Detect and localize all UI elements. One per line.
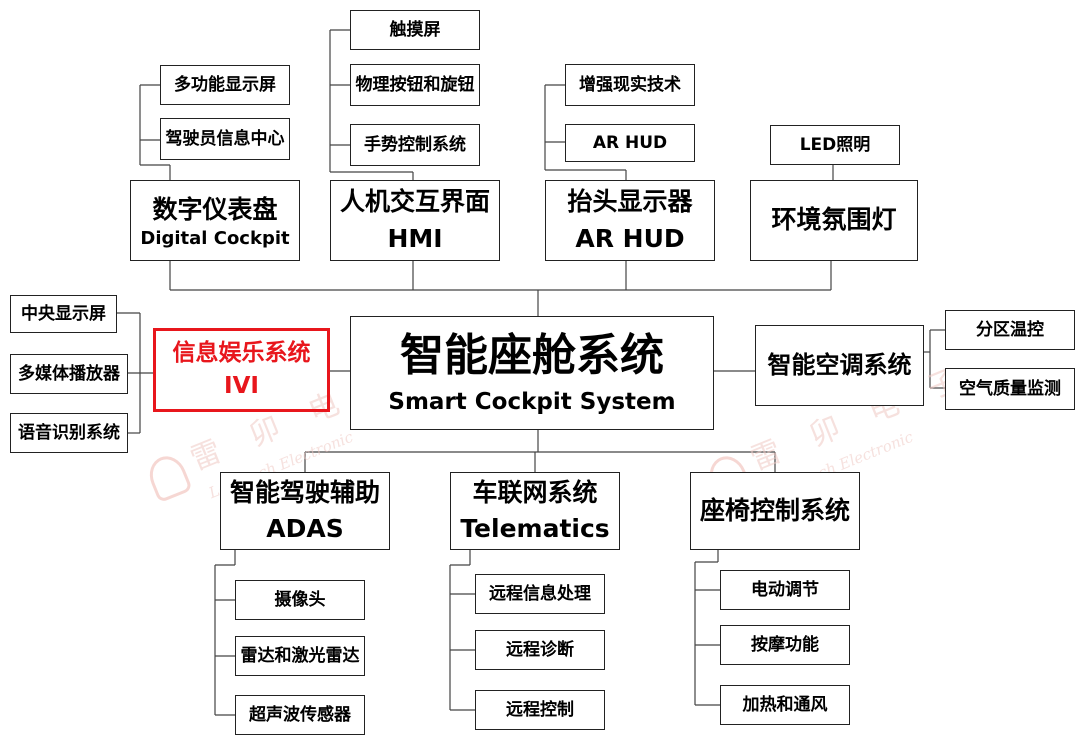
leaf-label: 多功能显示屏 (174, 74, 276, 95)
leaf-media-player: 多媒体播放器 (10, 354, 128, 394)
category-title: 座椅控制系统 (699, 495, 850, 525)
leaf-label: AR HUD (592, 132, 668, 153)
leaf-ultrasonic: 超声波传感器 (235, 695, 365, 735)
category-subtitle: AR HUD (575, 223, 685, 253)
leaf-radar-lidar: 雷达和激光雷达 (235, 636, 365, 676)
leaf-label: 超声波传感器 (249, 704, 351, 725)
center-title: 智能座舱系统 (400, 329, 664, 381)
leaf-central-display: 中央显示屏 (10, 295, 117, 333)
leaf-power-adjust: 电动调节 (720, 570, 850, 610)
leaf-remote-info: 远程信息处理 (475, 574, 605, 614)
leaf-label: 增强现实技术 (579, 74, 681, 95)
leaf-ar-hud: AR HUD (565, 124, 695, 162)
leaf-air-quality: 空气质量监测 (945, 368, 1075, 410)
leaf-label: 远程控制 (506, 699, 574, 720)
category-ambient-light: 环境氛围灯 (750, 180, 918, 261)
leaf-label: 空气质量监测 (959, 378, 1061, 399)
category-title: 智能驾驶辅助 (229, 477, 380, 507)
leaf-camera: 摄像头 (235, 580, 365, 620)
leaf-driver-info-center: 驾驶员信息中心 (160, 118, 290, 160)
category-title: 车联网系统 (472, 477, 598, 507)
category-telematics: 车联网系统 Telematics (450, 472, 620, 550)
leaf-led-lighting: LED照明 (770, 125, 900, 165)
center-node: 智能座舱系统 Smart Cockpit System (350, 316, 714, 430)
category-title: 智能空调系统 (767, 351, 912, 380)
leaf-multifunction-display: 多功能显示屏 (160, 65, 290, 105)
category-digital-cockpit: 数字仪表盘 Digital Cockpit (130, 180, 300, 261)
leaf-label: 语音识别系统 (18, 422, 120, 443)
leaf-label: LED照明 (799, 134, 871, 155)
leaf-voice-recognition: 语音识别系统 (10, 413, 128, 453)
leaf-label: 驾驶员信息中心 (165, 128, 285, 149)
leaf-remote-control: 远程控制 (475, 690, 605, 730)
leaf-augmented-reality: 增强现实技术 (565, 64, 695, 106)
leaf-label: 中央显示屏 (21, 303, 106, 324)
leaf-label: 雷达和激光雷达 (240, 645, 360, 666)
category-subtitle: HMI (387, 223, 443, 253)
category-adas: 智能驾驶辅助 ADAS (220, 472, 390, 550)
leaf-massage: 按摩功能 (720, 625, 850, 665)
leaf-label: 手势控制系统 (364, 134, 466, 155)
leaf-label: 按摩功能 (751, 634, 819, 655)
leaf-label: 加热和通风 (742, 694, 828, 715)
category-subtitle: ADAS (266, 514, 344, 543)
leaf-label: 远程诊断 (506, 639, 574, 660)
category-title: 信息娱乐系统 (172, 339, 311, 366)
leaf-physical-buttons: 物理按钮和旋钮 (350, 64, 480, 106)
category-seat: 座椅控制系统 (690, 472, 860, 550)
category-ar-hud: 抬头显示器 AR HUD (545, 180, 715, 261)
leaf-label: 物理按钮和旋钮 (355, 74, 475, 95)
leaf-heat-ventilation: 加热和通风 (720, 685, 850, 725)
leaf-gesture-control: 手势控制系统 (350, 124, 480, 166)
category-subtitle: IVI (224, 373, 259, 399)
category-climate: 智能空调系统 (755, 325, 924, 406)
leaf-label: 多媒体播放器 (18, 363, 120, 384)
category-title: 人机交互界面 (339, 187, 490, 217)
leaf-label: 分区温控 (976, 319, 1044, 340)
category-title: 环境氛围灯 (771, 205, 897, 235)
leaf-remote-diagnosis: 远程诊断 (475, 630, 605, 670)
leaf-label: 远程信息处理 (489, 583, 591, 604)
category-ivi: 信息娱乐系统 IVI (153, 328, 330, 412)
leaf-label: 电动调节 (751, 579, 819, 600)
leaf-zone-temperature: 分区温控 (945, 310, 1075, 350)
leaf-label: 摄像头 (274, 589, 326, 610)
leaf-label: 触摸屏 (389, 19, 441, 40)
category-subtitle: Telematics (460, 514, 610, 543)
category-title: 数字仪表盘 (152, 194, 278, 224)
category-hmi: 人机交互界面 HMI (330, 180, 500, 261)
leaf-touchscreen: 触摸屏 (350, 10, 480, 50)
category-subtitle: Digital Cockpit (140, 227, 290, 249)
category-title: 抬头显示器 (567, 187, 693, 217)
center-subtitle: Smart Cockpit System (388, 388, 676, 415)
